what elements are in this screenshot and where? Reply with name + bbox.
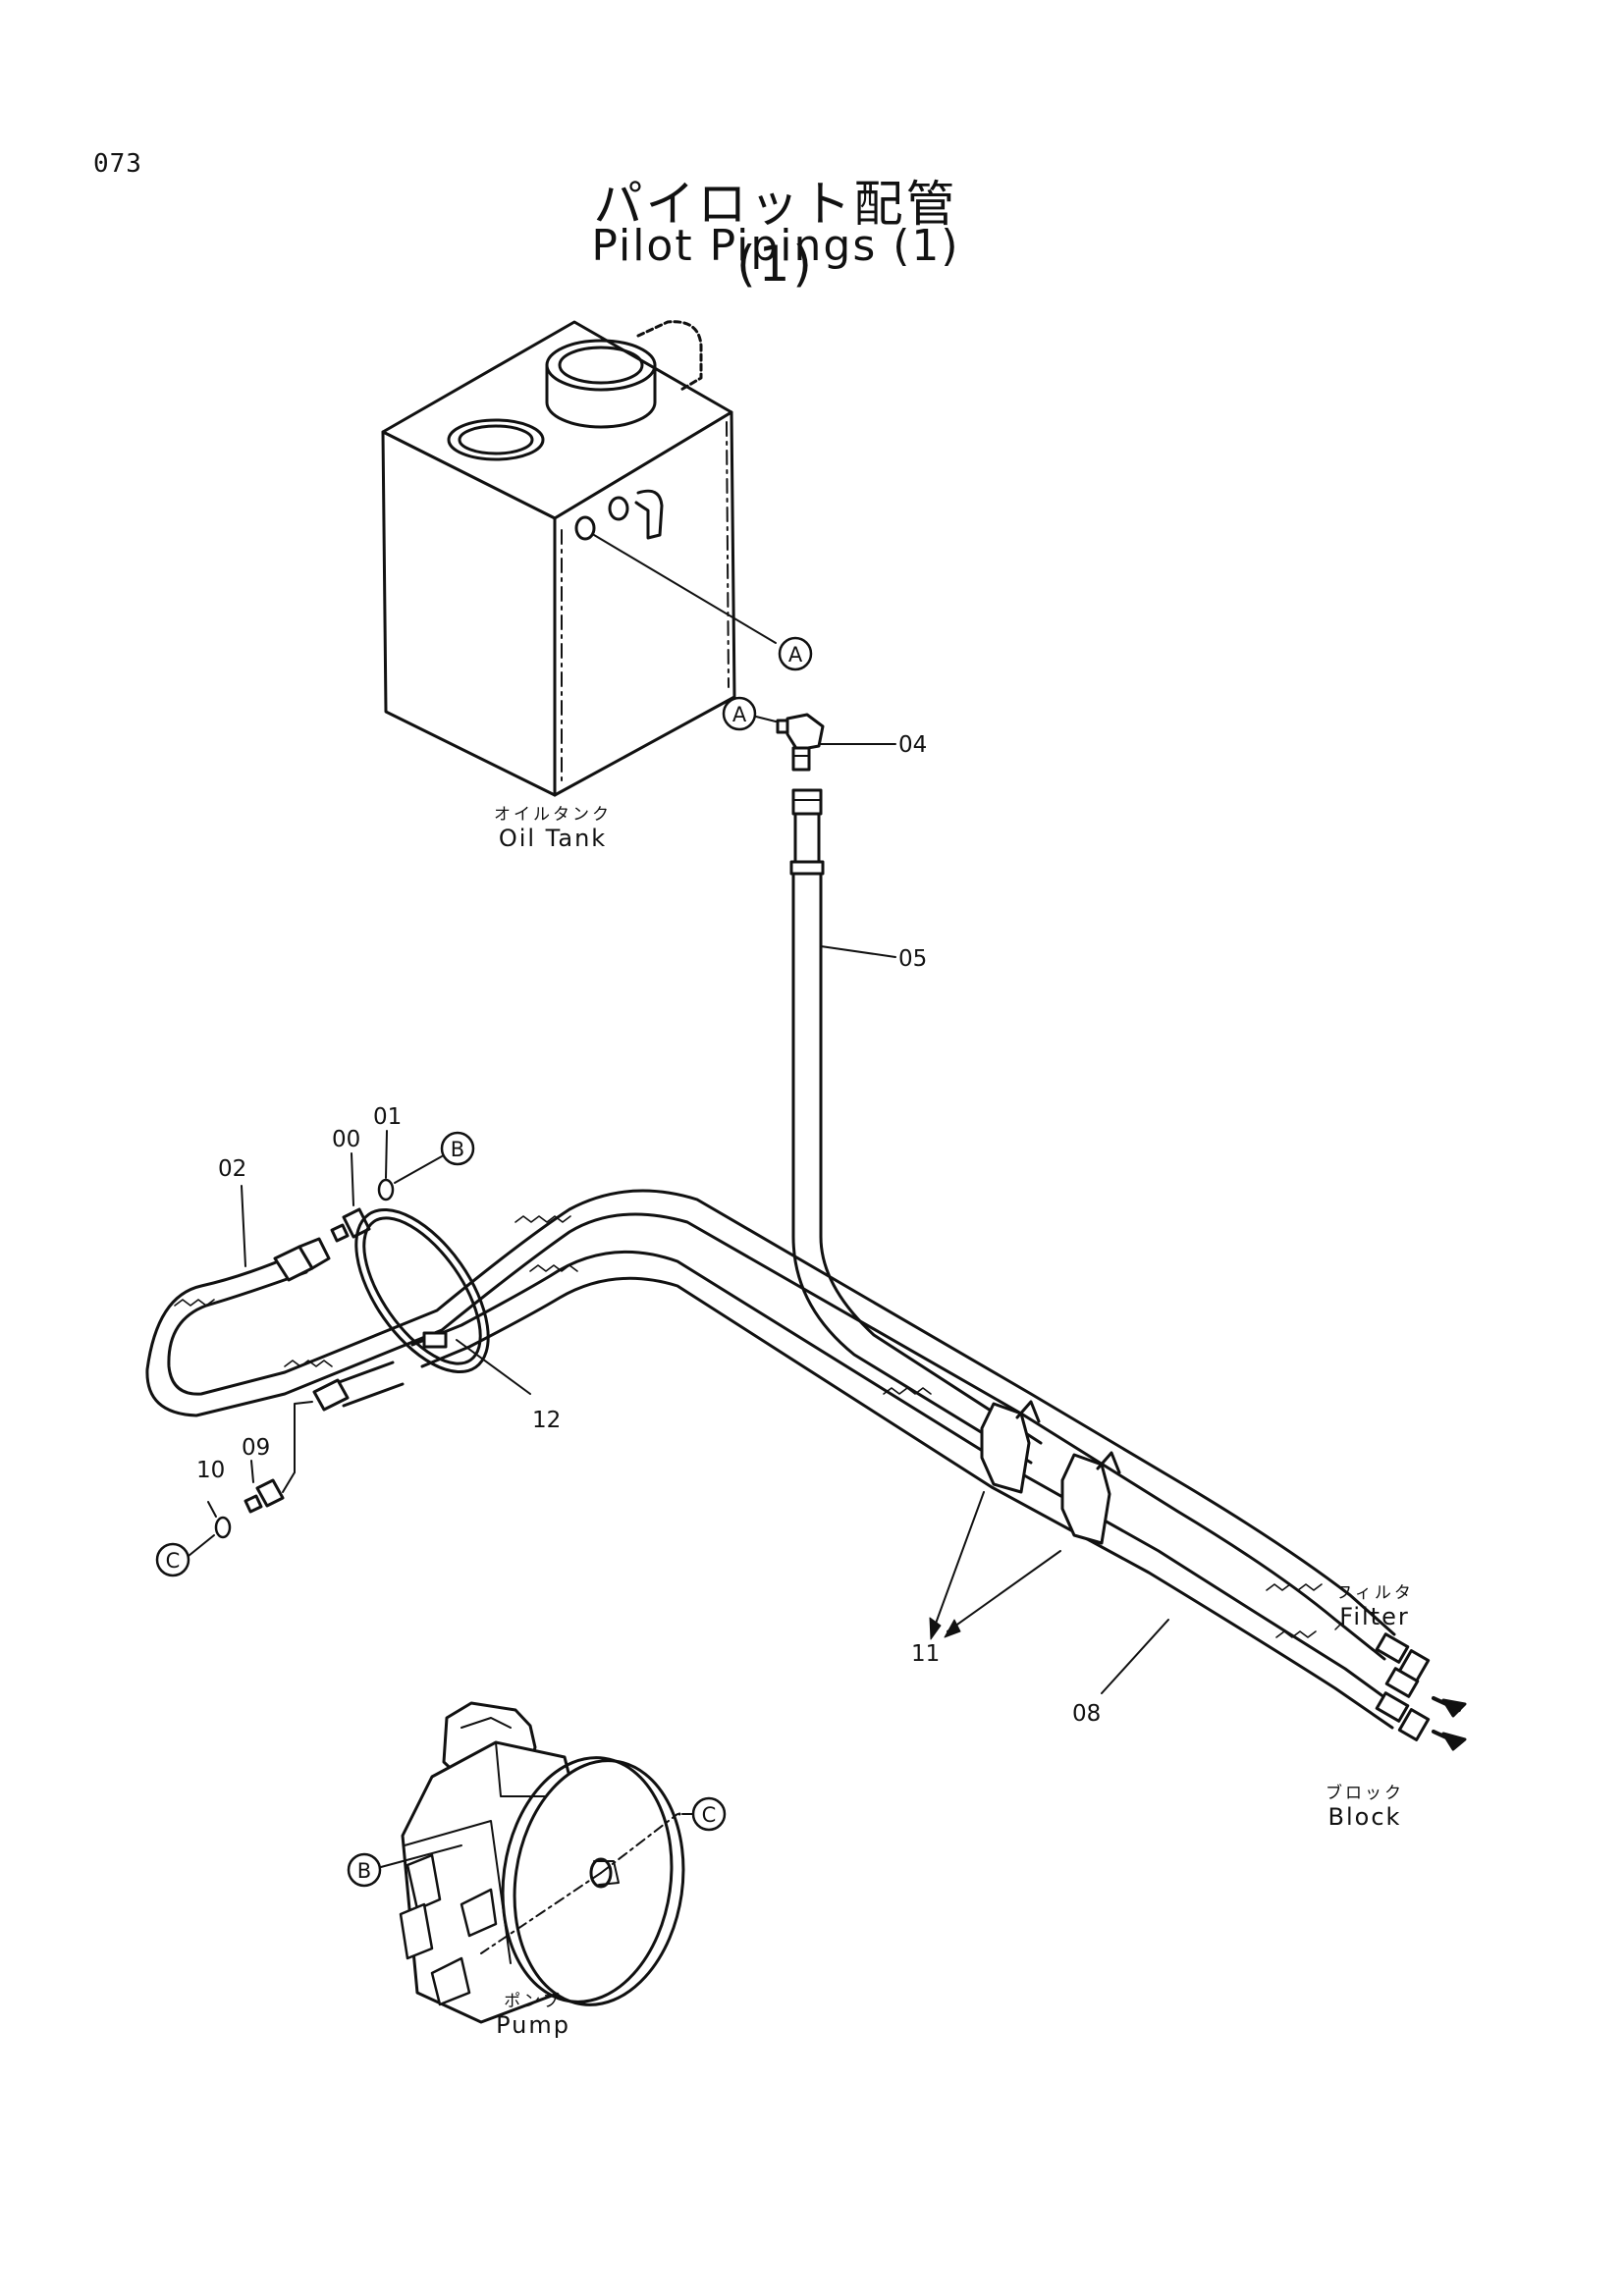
label-block: ブロック Block bbox=[1311, 1779, 1419, 1831]
hose-bundle bbox=[145, 1189, 1401, 1730]
fitting-lower-hose-end bbox=[312, 1378, 350, 1412]
label-pump: ポンプ Pump bbox=[479, 1987, 587, 2039]
part-number-04: 04 bbox=[898, 732, 927, 758]
marker-b-fitting: B bbox=[440, 1131, 475, 1166]
clamp-ring-12 bbox=[354, 1207, 490, 1374]
svg-text:A: A bbox=[788, 643, 803, 667]
part-number-11: 11 bbox=[911, 1641, 940, 1667]
svg-text:A: A bbox=[732, 703, 747, 726]
label-filter-ja: フィルタ bbox=[1335, 1583, 1414, 1603]
svg-text:C: C bbox=[166, 1549, 181, 1573]
fitting-00 bbox=[330, 1207, 371, 1243]
hose-clamps-11 bbox=[980, 1400, 1121, 1545]
label-filter: フィルタ Filter bbox=[1321, 1578, 1429, 1630]
label-oil-tank: オイルタンク Oil Tank bbox=[479, 800, 626, 852]
marker-c-pump: C bbox=[691, 1796, 727, 1832]
hose-05 bbox=[789, 788, 1043, 1465]
svg-text:B: B bbox=[357, 1859, 371, 1883]
marker-b-pump: B bbox=[347, 1852, 382, 1888]
label-block-en: Block bbox=[1327, 1803, 1402, 1831]
svg-text:B: B bbox=[451, 1138, 464, 1161]
part-number-02: 02 bbox=[218, 1156, 246, 1182]
marker-a-fitting: A bbox=[722, 696, 757, 731]
hose-end-fittings bbox=[1375, 1632, 1467, 1751]
elbow-fitting-04 bbox=[776, 713, 825, 772]
o-ring-10 bbox=[214, 1516, 232, 1539]
part-number-10: 10 bbox=[196, 1458, 225, 1483]
label-oil-tank-en: Oil Tank bbox=[498, 825, 608, 852]
label-block-ja: ブロック bbox=[1326, 1784, 1404, 1803]
marker-a-tank: A bbox=[778, 636, 813, 671]
part-number-labels: 04 05 00 01 02 12 09 10 11 08 bbox=[196, 732, 1101, 1727]
part-number-12: 12 bbox=[532, 1408, 561, 1433]
title-english: Pilot Pipings (1) bbox=[591, 221, 960, 271]
fitting-02-end bbox=[273, 1237, 331, 1282]
label-filter-en: Filter bbox=[1339, 1603, 1410, 1630]
label-oil-tank-ja: オイルタンク bbox=[494, 805, 612, 825]
part-number-08: 08 bbox=[1072, 1701, 1101, 1727]
part-number-05: 05 bbox=[898, 946, 927, 972]
title-japanese: パイロット配管 (1) bbox=[593, 176, 958, 293]
label-pump-ja: ポンプ bbox=[504, 1992, 563, 2011]
svg-text:C: C bbox=[702, 1803, 717, 1827]
oil-tank-drawing bbox=[381, 320, 736, 797]
marker-c-fitting: C bbox=[155, 1542, 190, 1577]
fitting-09 bbox=[244, 1478, 285, 1514]
part-number-09: 09 bbox=[242, 1435, 270, 1461]
page-number: 073 bbox=[93, 149, 142, 179]
part-number-00: 00 bbox=[332, 1127, 360, 1152]
part-number-01: 01 bbox=[373, 1104, 402, 1130]
label-pump-en: Pump bbox=[496, 2011, 570, 2039]
pump-drawing bbox=[399, 1701, 685, 2024]
o-ring-01 bbox=[377, 1178, 395, 1201]
